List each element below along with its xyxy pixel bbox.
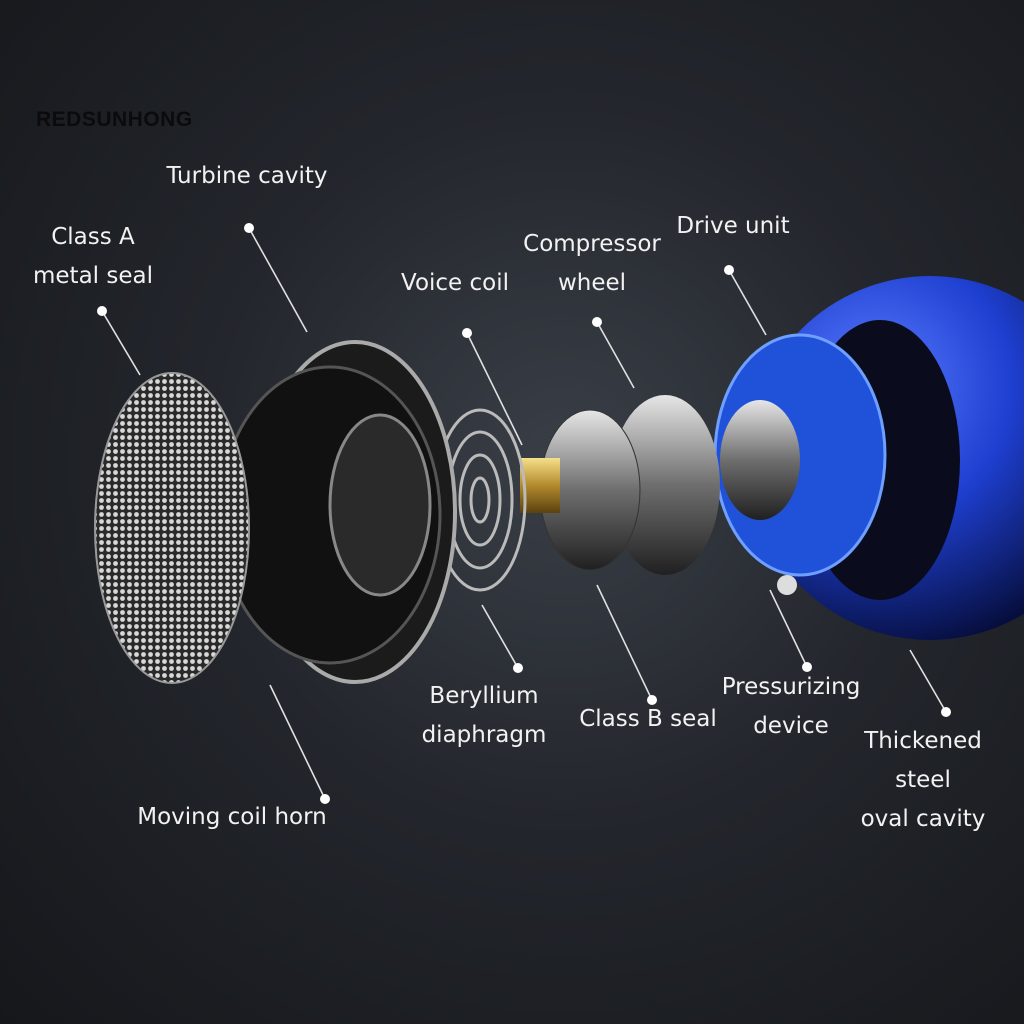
label-compressor-wheel: Compressor wheel xyxy=(523,225,661,303)
label-drive-unit: Drive unit xyxy=(676,207,789,246)
leader-line-class-a-metal-seal xyxy=(101,310,141,376)
label-moving-coil-horn: Moving coil horn xyxy=(137,798,327,837)
leader-line-pressurizing-device xyxy=(769,589,808,668)
leader-line-compressor-wheel xyxy=(596,321,635,389)
label-line: Drive unit xyxy=(676,213,790,239)
label-line: wheel xyxy=(557,270,627,296)
leader-dot-compressor-wheel xyxy=(592,317,602,327)
leader-line-turbine-cavity xyxy=(248,227,308,333)
leader-dot-thickened-steel-oval-cavity xyxy=(941,707,951,717)
leader-line-beryllium-diaphragm xyxy=(481,604,519,669)
label-line: Pressurizing xyxy=(721,674,861,700)
leader-dot-moving-coil-horn xyxy=(320,794,330,804)
brand-logo: REDSUNHONG xyxy=(36,108,193,131)
leader-line-voice-coil xyxy=(466,332,523,446)
label-line: steel xyxy=(895,767,951,793)
label-line: metal seal xyxy=(33,263,153,289)
leader-line-class-b-seal xyxy=(596,584,653,701)
leader-dot-drive-unit xyxy=(724,265,734,275)
label-thickened-steel-oval-cavity: Thickened steel oval cavity xyxy=(861,722,986,839)
leader-dot-class-b-seal xyxy=(647,695,657,705)
label-line: Turbine cavity xyxy=(166,163,328,189)
leader-line-moving-coil-horn xyxy=(269,684,326,800)
label-line: oval cavity xyxy=(860,806,986,832)
leader-dot-beryllium-diaphragm xyxy=(513,663,523,673)
label-pressurizing-device: Pressurizing device xyxy=(722,668,861,746)
leader-lines xyxy=(97,223,951,804)
label-line: Beryllium xyxy=(429,683,539,709)
compressor-wheel-shape xyxy=(520,395,720,575)
label-turbine-cavity: Turbine cavity xyxy=(167,157,328,196)
leader-line-thickened-steel-oval-cavity xyxy=(909,649,947,713)
leader-dot-class-a-metal-seal xyxy=(97,306,107,316)
leader-dot-voice-coil xyxy=(462,328,472,338)
leader-line-drive-unit xyxy=(728,269,767,336)
label-line: Voice coil xyxy=(400,270,510,296)
label-line: diaphragm xyxy=(421,722,547,748)
label-line: Compressor xyxy=(523,231,661,257)
leader-dot-turbine-cavity xyxy=(244,223,254,233)
label-beryllium-diaphragm: Beryllium diaphragm xyxy=(422,677,547,755)
label-voice-coil: Voice coil xyxy=(401,264,509,303)
moving-coil-horn-shape xyxy=(218,340,457,684)
label-class-b-seal: Class B seal xyxy=(579,700,717,739)
label-line: Thickened xyxy=(864,728,982,754)
label-class-a-metal-seal: Class A metal seal xyxy=(33,218,153,296)
leader-dot-pressurizing-device xyxy=(802,662,812,672)
label-line: Moving coil horn xyxy=(137,804,327,830)
class-a-metal-seal-shape xyxy=(94,372,250,684)
label-line: device xyxy=(753,713,829,739)
label-line: Class B seal xyxy=(579,706,717,732)
label-line: Class A xyxy=(51,224,135,250)
